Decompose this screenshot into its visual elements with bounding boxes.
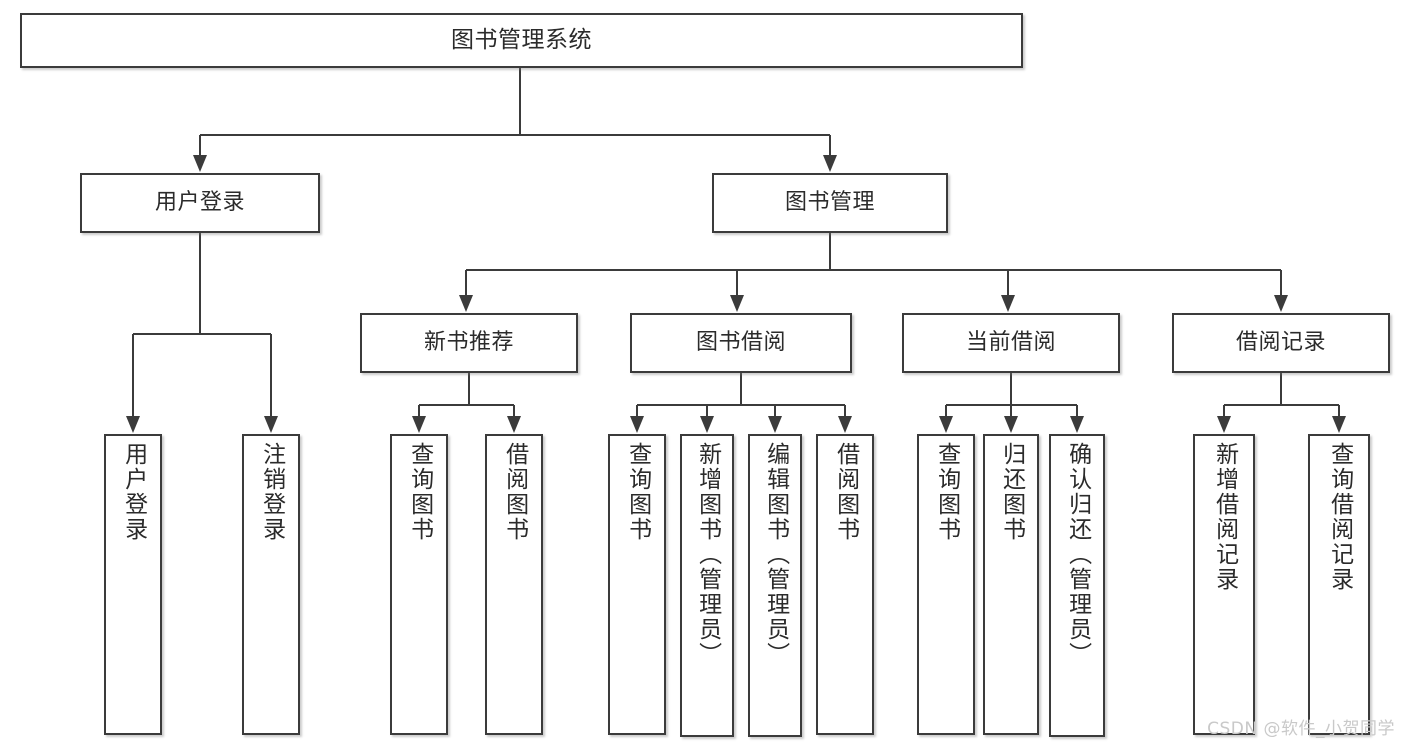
node-查询图书[interactable]: 查询图书 — [608, 434, 666, 735]
arrow-head-icon — [1004, 416, 1018, 433]
arrow-head-icon — [730, 295, 744, 312]
node-编辑图书管理员[interactable]: 编辑图书（管理员） — [748, 434, 802, 737]
node-归还图书[interactable]: 归还图书 — [983, 434, 1039, 735]
node-label: 当前借阅 — [965, 330, 1056, 356]
arrow-head-icon — [126, 416, 140, 433]
arrow-head-icon — [1001, 295, 1015, 312]
node-label: 新增借阅记录 — [1211, 442, 1238, 592]
node-查询借阅记录[interactable]: 查询借阅记录 — [1308, 434, 1370, 735]
node-注销登录[interactable]: 注销登录 — [242, 434, 300, 735]
node-label: 查询图书 — [933, 442, 960, 542]
arrow-head-icon — [193, 155, 207, 172]
node-label: 查询借阅记录 — [1326, 442, 1353, 592]
node-label: 查询图书 — [406, 442, 433, 542]
node-图书借阅[interactable]: 图书借阅 — [630, 313, 852, 373]
node-label: 图书借阅 — [695, 330, 786, 356]
arrow-head-icon — [1217, 416, 1231, 433]
node-label: 新书推荐 — [423, 330, 514, 356]
node-新书推荐[interactable]: 新书推荐 — [360, 313, 578, 373]
node-图书管理[interactable]: 图书管理 — [712, 173, 948, 233]
node-label: 借阅记录 — [1235, 330, 1326, 356]
node-当前借阅[interactable]: 当前借阅 — [902, 313, 1120, 373]
node-确认归还管理员[interactable]: 确认归还（管理员） — [1049, 434, 1105, 737]
node-label: 确认归还（管理员） — [1064, 442, 1091, 667]
node-label: 借阅图书 — [832, 442, 859, 542]
node-label: 图书管理 — [784, 190, 875, 216]
arrow-head-icon — [412, 416, 426, 433]
node-label: 图书管理系统 — [451, 26, 592, 53]
arrow-head-icon — [838, 416, 852, 433]
node-label: 归还图书 — [998, 442, 1025, 542]
arrow-head-icon — [768, 416, 782, 433]
node-借阅记录[interactable]: 借阅记录 — [1172, 313, 1390, 373]
node-label: 编辑图书（管理员） — [762, 442, 789, 667]
node-查询图书[interactable]: 查询图书 — [390, 434, 448, 735]
node-图书管理系统[interactable]: 图书管理系统 — [20, 13, 1023, 68]
node-label: 查询图书 — [624, 442, 651, 542]
node-借阅图书[interactable]: 借阅图书 — [816, 434, 874, 735]
arrow-head-icon — [823, 155, 837, 172]
node-用户登录[interactable]: 用户登录 — [80, 173, 320, 233]
node-借阅图书[interactable]: 借阅图书 — [485, 434, 543, 735]
arrow-head-icon — [939, 416, 953, 433]
node-用户登录[interactable]: 用户登录 — [104, 434, 162, 735]
node-查询图书[interactable]: 查询图书 — [917, 434, 975, 735]
node-label: 注销登录 — [258, 442, 285, 542]
arrow-head-icon — [1070, 416, 1084, 433]
arrow-head-icon — [459, 295, 473, 312]
arrow-head-icon — [264, 416, 278, 433]
node-label: 新增图书（管理员） — [694, 442, 721, 667]
arrow-head-icon — [507, 416, 521, 433]
arrow-head-icon — [1332, 416, 1346, 433]
node-新增图书管理员[interactable]: 新增图书（管理员） — [680, 434, 734, 737]
node-label: 用户登录 — [154, 190, 245, 216]
arrow-head-icon — [700, 416, 714, 433]
node-新增借阅记录[interactable]: 新增借阅记录 — [1193, 434, 1255, 735]
arrow-head-icon — [1274, 295, 1288, 312]
node-label: 借阅图书 — [501, 442, 528, 542]
arrow-head-icon — [630, 416, 644, 433]
node-label: 用户登录 — [120, 442, 147, 542]
connector-group — [126, 68, 1346, 433]
